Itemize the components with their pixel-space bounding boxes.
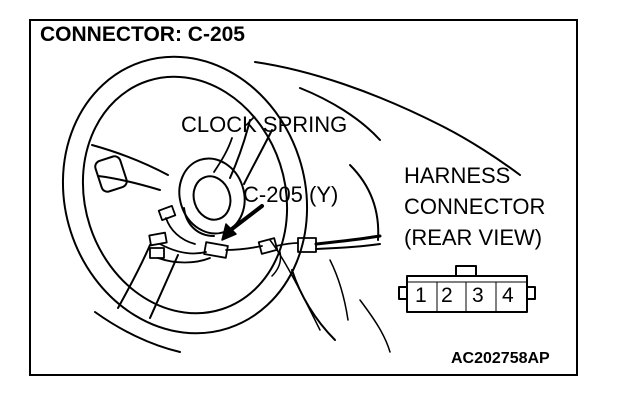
- harness-connector-rear-view: [398, 265, 536, 313]
- harness-label-line-3: (REAR VIEW): [404, 225, 543, 250]
- pin-number-4: 4: [502, 284, 514, 307]
- pin-number-2: 2: [441, 284, 453, 307]
- pin-number-1: 1: [415, 284, 427, 307]
- connector-id-label: C-205 (Y): [243, 182, 339, 207]
- harness-label-line-2: CONNECTOR: [404, 194, 546, 219]
- steering-wheel: [61, 55, 309, 335]
- harness-label-line-1: HARNESS: [404, 163, 511, 188]
- wiring-harness: [148, 205, 382, 277]
- clock-spring-leader: [213, 137, 233, 173]
- connector-arrow: [221, 204, 264, 241]
- diagram-title: CONNECTOR: C-205: [40, 23, 245, 46]
- dashboard-outline: [94, 61, 521, 353]
- pin-number-3: 3: [472, 284, 484, 307]
- clock-spring-label: CLOCK SPRING: [181, 112, 348, 137]
- reference-code: AC202758AP: [451, 350, 550, 367]
- clock-spring: [178, 157, 246, 237]
- diagram-frame: [29, 19, 578, 376]
